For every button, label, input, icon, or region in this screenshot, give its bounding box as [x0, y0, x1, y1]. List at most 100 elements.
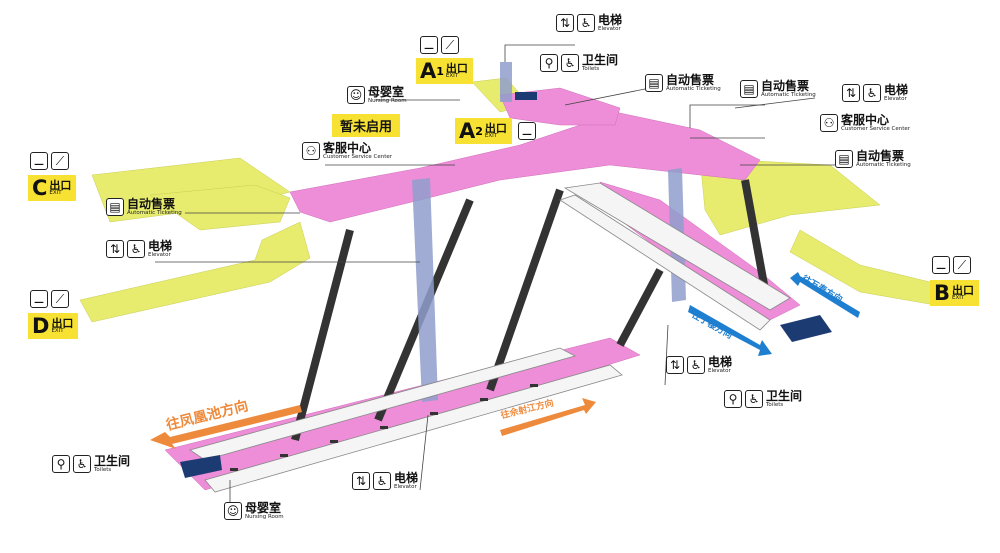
label-en: Toilets: [94, 466, 112, 473]
pillar: [616, 268, 664, 347]
exit-zh: 出口: [49, 178, 72, 192]
arrow-wanshou: [790, 272, 860, 318]
label-en: Automatic Ticketing: [856, 161, 911, 168]
wheelchair-icon: ♿: [127, 240, 145, 259]
exit-zh: 出口: [445, 61, 468, 75]
window: [380, 426, 388, 429]
window: [530, 384, 538, 387]
label-en: Elevator: [148, 251, 171, 258]
toilet-icon: ⚲: [724, 390, 742, 409]
label-zh: 电梯: [884, 83, 909, 97]
label-zh: 卫生间: [94, 454, 131, 468]
trains: [189, 182, 791, 493]
label-zh: 客服中心: [841, 113, 890, 127]
label-zh: 自动售票: [761, 79, 810, 93]
exit-en: EXIT: [51, 327, 64, 334]
toilet-icon: ⚲: [540, 54, 558, 73]
nursing-icon: ☺: [347, 86, 365, 105]
leader-lines: [155, 44, 835, 510]
exit-sub: 2: [475, 124, 483, 138]
label-en: Customer Service Center: [841, 125, 911, 132]
elevator-icon: ⇅: [556, 14, 574, 33]
label-zh: 电梯: [598, 13, 623, 27]
pillar: [486, 188, 564, 392]
label-en: Automatic Ticketing: [761, 91, 816, 98]
label-en: Automatic Ticketing: [127, 209, 182, 216]
stairs-icon: ⚊: [30, 152, 48, 170]
exit-en: EXIT: [952, 294, 965, 301]
pillars: [291, 179, 769, 442]
exit-c-icons: ⚊ ⟋: [30, 152, 69, 170]
wheelchair-icon: ♿: [373, 472, 391, 491]
toilet-icon: ⚲: [52, 455, 70, 474]
label-en: Elevator: [598, 25, 621, 32]
not-in-use-notice: 暂未启用: [332, 114, 401, 137]
train-lower-back: [189, 347, 577, 461]
exit-letter: B: [934, 281, 951, 305]
stairs-icon: ⚊: [932, 256, 950, 274]
wheelchair-icon: ♿: [561, 54, 579, 73]
nursing-icon: ☺: [224, 502, 242, 521]
exit-en: EXIT: [484, 132, 498, 139]
label-en: Elevator: [884, 95, 907, 102]
platform-end-block: [515, 92, 537, 100]
exit-zh: 出口: [51, 316, 74, 330]
ticket-machine-icon: ▤: [106, 198, 124, 217]
wheelchair-icon: ♿: [577, 14, 595, 33]
arrow-ninghou: [688, 305, 772, 356]
service-desk-icon: ⚇: [302, 142, 320, 161]
label-zh: 电梯: [394, 471, 419, 485]
exit-d-icons: ⚊ ⟋: [30, 290, 69, 308]
elevator-icon: ⇅: [842, 84, 860, 103]
label-zh: 自动售票: [666, 73, 715, 87]
elevator-icon: ⇅: [352, 472, 370, 491]
stairs-icon: ⚊: [518, 122, 536, 140]
label-en: Nursing Room: [245, 513, 284, 520]
window: [480, 398, 488, 401]
ticket-machine-icon: ▤: [645, 74, 663, 93]
ticket-machine-icon: ▤: [740, 80, 758, 99]
train-lower-front: [204, 364, 623, 493]
label-zh: 电梯: [708, 355, 733, 369]
exit-a2-icons: ⚊: [518, 122, 536, 140]
label-zh: 母婴室: [245, 501, 282, 515]
elevator-icon: ⇅: [666, 356, 684, 375]
window: [230, 468, 238, 471]
exit-sub: 1: [436, 64, 444, 78]
wheelchair-icon: ♿: [745, 390, 763, 409]
label-en: Nursing Room: [368, 97, 407, 104]
pillar: [291, 228, 354, 442]
exit-zh: 出口: [952, 283, 975, 297]
label-zh: 卫生间: [766, 389, 803, 403]
label-en: Automatic Ticketing: [666, 85, 721, 92]
arrow-shejiang: [500, 398, 596, 436]
label-en: Elevator: [394, 483, 417, 490]
label-zh: 自动售票: [856, 149, 905, 163]
train-right-2: [559, 194, 771, 331]
stairs-icon: ⚊: [30, 290, 48, 308]
stairs-icon: ⚊: [420, 36, 438, 54]
exit-zh: 出口: [484, 121, 507, 135]
elevator-icon: ⇅: [106, 240, 124, 259]
platform-end-block: [180, 455, 222, 478]
label-en: Toilets: [766, 401, 784, 408]
exit-a1-icons: ⚊ ⟋: [420, 36, 459, 54]
platform-end-block: [780, 315, 832, 342]
label-zh: 母婴室: [368, 85, 405, 99]
